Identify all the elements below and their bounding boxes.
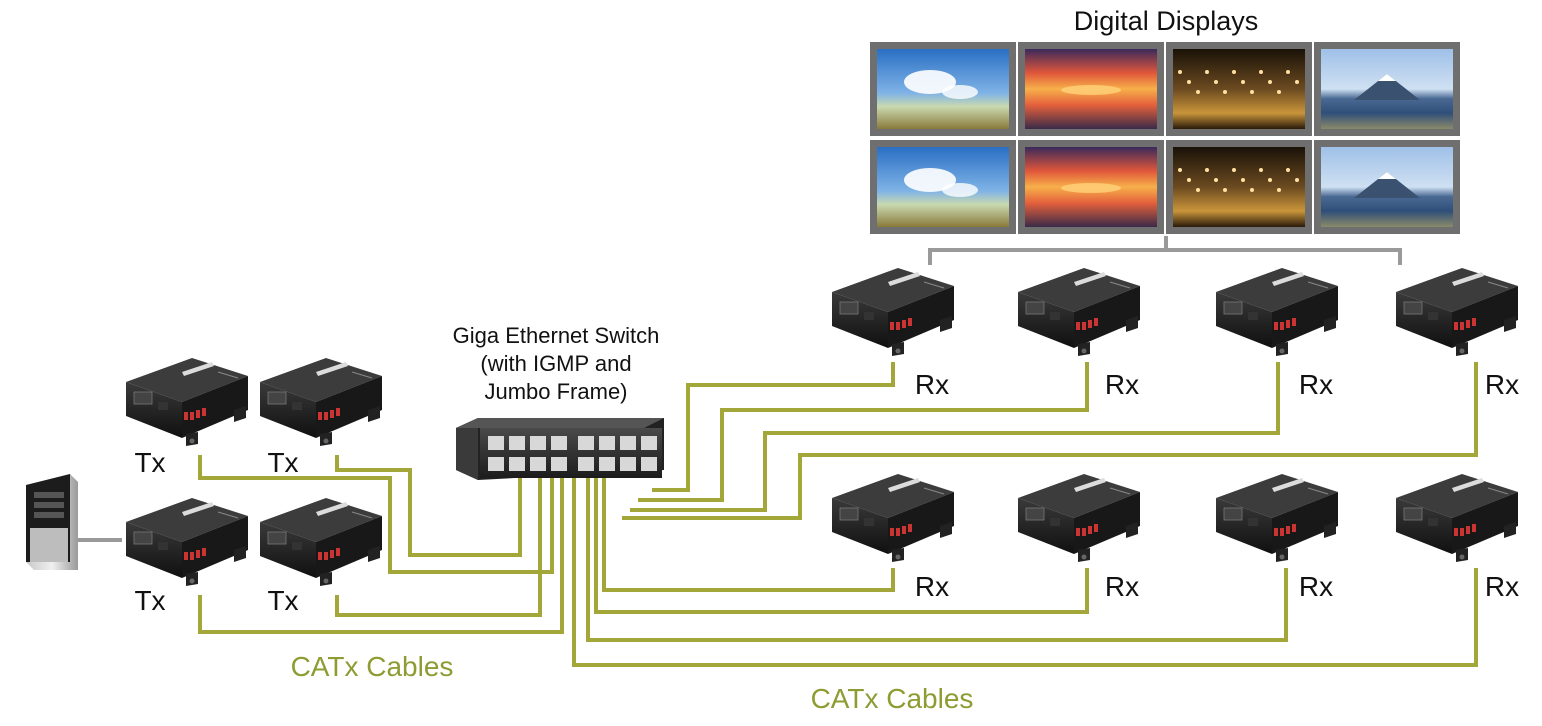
switch-port <box>620 457 636 471</box>
extender-devices <box>125 267 1519 587</box>
display-screen-mountain-lake <box>1314 140 1460 234</box>
display-screen-night-lights <box>1166 140 1312 234</box>
cable-rx-bot-3 <box>586 478 1288 642</box>
switch-port <box>509 436 525 450</box>
rx-label: Rx <box>1485 571 1519 602</box>
tx-extender-device <box>259 497 383 587</box>
tx-label: Tx <box>267 585 298 616</box>
switch-port <box>620 436 636 450</box>
display-screen-sunset-lake <box>1018 140 1164 234</box>
switch-port <box>641 457 657 471</box>
rx-label: Rx <box>1105 369 1139 400</box>
display-screen-mountain-lake <box>1314 42 1460 136</box>
rx-extender-device <box>1395 267 1519 357</box>
switch-port <box>599 436 615 450</box>
rx-extender-device <box>1395 473 1519 563</box>
rx-label: Rx <box>1105 571 1139 602</box>
display-screen-sky-meadow <box>870 42 1016 136</box>
catx-cables <box>198 362 1478 667</box>
rx-extender-device <box>1017 473 1141 563</box>
cable-rx-top-3 <box>630 362 1280 512</box>
rx-extender-device <box>831 473 955 563</box>
display-screen-night-lights <box>1166 42 1312 136</box>
rx-label: Rx <box>915 571 949 602</box>
rx-extender-device <box>1215 473 1339 563</box>
cable-label-left: CATx Cables <box>291 651 454 682</box>
cable-rx-bot-1 <box>602 478 895 592</box>
rx-label: Rx <box>1485 369 1519 400</box>
switch-port <box>488 457 504 471</box>
cable-rx-bot-2 <box>594 478 1089 614</box>
switch-port <box>530 457 546 471</box>
switch-port <box>488 436 504 450</box>
ethernet-switch-icon <box>456 418 664 480</box>
cable-tx3 <box>198 478 564 634</box>
switch-port <box>551 436 567 450</box>
switch-label-line3: Jumbo Frame) <box>484 379 627 404</box>
cable-rx-bot-4 <box>572 478 1478 667</box>
switch-port <box>578 457 594 471</box>
switch-port <box>578 436 594 450</box>
tx-extender-device <box>259 357 383 447</box>
cable-rx-top-4 <box>622 362 1478 520</box>
rx-label: Rx <box>1299 369 1333 400</box>
cable-label-bottom: CATx Cables <box>811 683 974 714</box>
switch-label-line2: (with IGMP and <box>480 351 631 376</box>
tx-label: Tx <box>134 447 165 478</box>
display-wall <box>870 42 1460 234</box>
rx-extender-device <box>831 267 955 357</box>
tx-extender-device <box>125 497 249 587</box>
rx-extender-device <box>1017 267 1141 357</box>
cable-tx4 <box>335 478 542 617</box>
display-bracket <box>928 236 1402 265</box>
display-screen-sky-meadow <box>870 140 1016 234</box>
cable-rx-top-1 <box>652 362 895 492</box>
switch-port <box>551 457 567 471</box>
tx-label: Tx <box>134 585 165 616</box>
switch-port <box>599 457 615 471</box>
tx-extender-device <box>125 357 249 447</box>
tx-label: Tx <box>267 447 298 478</box>
cable-tx2 <box>335 455 522 557</box>
switch-port <box>509 457 525 471</box>
switch-port <box>641 436 657 450</box>
switch-port <box>530 436 546 450</box>
rx-label: Rx <box>915 369 949 400</box>
display-screen-sunset-lake <box>1018 42 1164 136</box>
digital-displays-title: Digital Displays <box>1074 6 1259 36</box>
cable-rx-top-2 <box>638 362 1089 502</box>
switch-label-line1: Giga Ethernet Switch <box>453 323 660 348</box>
cable-tx1 <box>198 455 554 574</box>
pc-tower-icon <box>26 474 122 570</box>
rx-extender-device <box>1215 267 1339 357</box>
rx-label: Rx <box>1299 571 1333 602</box>
